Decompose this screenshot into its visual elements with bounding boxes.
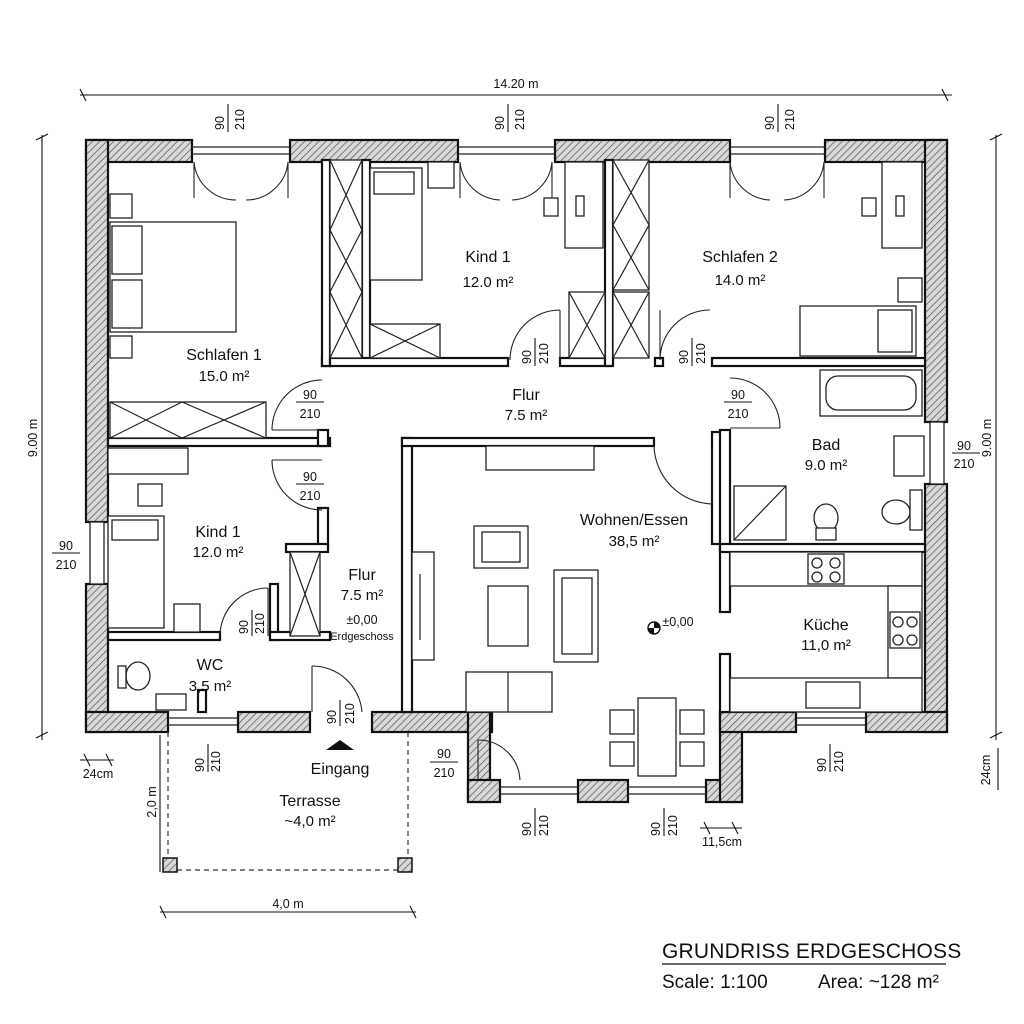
doors <box>193 161 825 781</box>
overall-height-left-label: 9.00 m <box>26 419 40 457</box>
opening-w: 90 <box>325 710 339 724</box>
room-labels: Schlafen 1 15.0 m² Kind 1 12.0 m² Schlaf… <box>186 249 851 830</box>
opening-w: 90 <box>237 620 251 634</box>
level-marker-icon <box>647 621 661 635</box>
opening-h: 210 <box>832 751 846 772</box>
room-area-schlafen2: 14.0 m² <box>715 272 766 289</box>
room-area-flur-entry: 7.5 m² <box>341 587 384 604</box>
opening-h: 210 <box>209 751 223 772</box>
opening-h: 210 <box>300 489 321 503</box>
interior-walls <box>106 158 927 714</box>
opening-w: 90 <box>303 470 317 484</box>
opening-w: 90 <box>815 758 829 772</box>
opening-w: 90 <box>493 116 507 130</box>
opening-w: 90 <box>520 822 534 836</box>
room-area-kind1-left: 12.0 m² <box>193 544 244 561</box>
entrance-arrow-icon <box>326 740 354 750</box>
terrace-width-label: 4,0 m <box>272 897 303 911</box>
room-area-schlafen1: 15.0 m² <box>199 368 250 385</box>
opening-h: 210 <box>666 815 680 836</box>
level-marker-label: ±0,00 <box>662 615 693 629</box>
opening-w: 90 <box>520 350 534 364</box>
interior-wall-label: 11,5cm <box>702 835 742 849</box>
room-name-bad: Bad <box>812 437 840 454</box>
opening-h: 210 <box>728 407 749 421</box>
entrance-label: Eingang <box>311 761 370 778</box>
terrace-outline <box>162 732 413 873</box>
opening-h: 210 <box>694 343 708 364</box>
wall-thickness-right-label: 24cm <box>979 755 993 786</box>
room-name-flur-entry: Flur <box>348 567 376 584</box>
opening-w: 90 <box>649 822 663 836</box>
room-area-kueche: 11,0 m² <box>801 637 851 654</box>
title-block: GRUNDRISS ERDGESCHOSS Scale: 1:100 Area:… <box>662 940 961 993</box>
room-area-wc: 3,5 m² <box>189 678 232 695</box>
opening-h: 210 <box>783 109 797 130</box>
room-name-schlafen2: Schlafen 2 <box>702 249 778 266</box>
room-area-bad: 9.0 m² <box>805 457 848 474</box>
room-name-wohnen: Wohnen/Essen <box>580 512 688 529</box>
opening-h: 210 <box>513 109 527 130</box>
opening-labels: 90 210 90 210 90 210 90 210 90 210 90 21… <box>56 109 975 836</box>
opening-h: 210 <box>233 109 247 130</box>
overall-height-right-label: 9.00 m <box>980 419 994 457</box>
opening-w: 90 <box>677 350 691 364</box>
opening-w: 90 <box>59 539 73 553</box>
dimension-labels: 14.20 m 9.00 m 9.00 m 24cm 24cm 11,5cm 2… <box>26 77 994 911</box>
opening-h: 210 <box>954 457 975 471</box>
room-area-flur-center: 7.5 m² <box>505 407 548 424</box>
opening-w: 90 <box>213 116 227 130</box>
opening-w: 90 <box>957 439 971 453</box>
windows <box>89 146 945 795</box>
flur-entry-floor: Erdgeschoss <box>330 631 394 643</box>
furniture <box>107 159 925 777</box>
room-area-wohnen: 38,5 m² <box>609 533 660 550</box>
room-name-wc: WC <box>197 657 224 674</box>
opening-w: 90 <box>437 747 451 761</box>
room-name-kind1-left: Kind 1 <box>195 524 240 541</box>
opening-h: 210 <box>537 815 551 836</box>
terrace-depth-label: 2,0 m <box>145 786 159 817</box>
opening-w: 90 <box>303 388 317 402</box>
room-name-terrasse: Terrasse <box>279 793 340 810</box>
opening-w: 90 <box>193 758 207 772</box>
opening-h: 210 <box>300 407 321 421</box>
room-name-flur-center: Flur <box>512 387 540 404</box>
drawing-title: GRUNDRISS ERDGESCHOSS <box>662 940 961 963</box>
room-name-kueche: Küche <box>803 617 848 634</box>
room-area-terrasse: ~4,0 m² <box>284 813 335 830</box>
flur-entry-level: ±0,00 <box>346 613 377 627</box>
opening-w: 90 <box>731 388 745 402</box>
overall-width-label: 14.20 m <box>493 77 538 91</box>
opening-h: 210 <box>343 703 357 724</box>
room-area-kind1-top: 12.0 m² <box>463 274 514 291</box>
opening-h: 210 <box>537 343 551 364</box>
room-name-schlafen1: Schlafen 1 <box>186 347 262 364</box>
opening-h: 210 <box>56 558 77 572</box>
dimension-lines <box>35 88 1003 919</box>
outer-walls <box>84 138 949 804</box>
drawing-area: Area: ~128 m² <box>818 972 939 993</box>
opening-w: 90 <box>763 116 777 130</box>
room-name-kind1-top: Kind 1 <box>465 249 510 266</box>
opening-h: 210 <box>253 613 267 634</box>
wall-thickness-label: 24cm <box>83 767 114 781</box>
opening-h: 210 <box>434 766 455 780</box>
drawing-scale: Scale: 1:100 <box>662 972 768 993</box>
